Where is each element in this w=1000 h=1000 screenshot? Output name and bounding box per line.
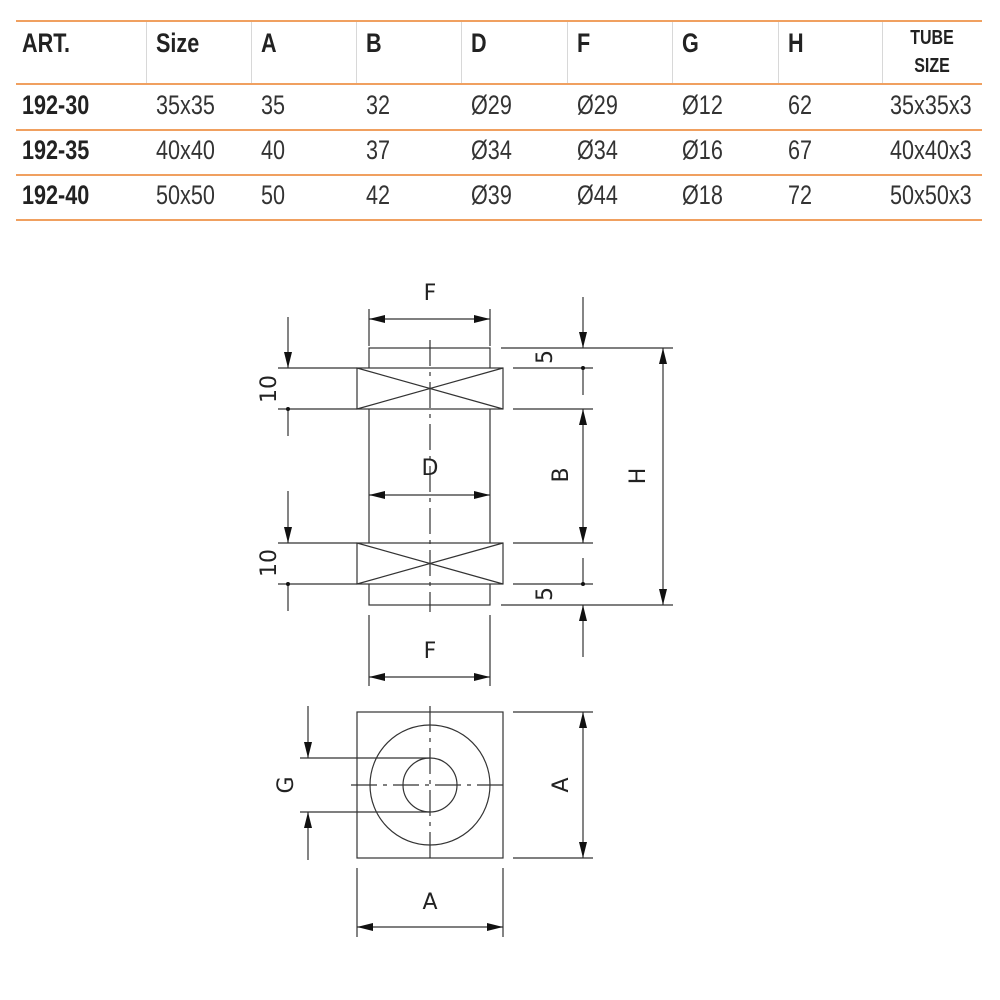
column-divider	[672, 22, 673, 83]
a-cell: 35	[261, 90, 286, 120]
right-extension-lines	[501, 347, 673, 606]
d-cell: Ø34	[471, 135, 512, 165]
top-view	[300, 706, 593, 937]
header-tube-size: TUBE SIZE	[882, 24, 982, 80]
label-a-right: A	[549, 777, 574, 792]
table-rule	[16, 219, 982, 221]
size-cell: 50x50	[156, 180, 215, 210]
column-divider	[146, 22, 147, 83]
label-f-bottom: F	[424, 639, 437, 664]
label-ten-top: 10	[257, 375, 282, 403]
h-cell: 72	[788, 180, 813, 210]
label-five-bottom: 5	[533, 587, 558, 601]
label-five-top: 5	[533, 350, 558, 364]
label-d: D	[422, 456, 439, 481]
tube-size-cell: 40x40x3	[890, 135, 972, 165]
header-h: H	[788, 28, 804, 58]
header-size-2: SIZE	[914, 55, 950, 77]
label-b: B	[549, 467, 574, 482]
outer-circle	[369, 724, 491, 846]
column-divider	[251, 22, 252, 83]
b-cell: 32	[366, 90, 391, 120]
a-cell: 40	[261, 135, 286, 165]
top-view-centerlines	[351, 706, 509, 864]
table-row: 192-35 40x40 40 37 Ø34 Ø34 Ø16 67 40x40x…	[16, 135, 982, 171]
d-cell: Ø39	[471, 180, 512, 210]
tube-size-cell: 50x50x3	[890, 180, 972, 210]
column-divider	[778, 22, 779, 83]
g-extension-lines	[300, 757, 430, 813]
column-divider	[567, 22, 568, 83]
h-cell: 62	[788, 90, 813, 120]
b-cell: 37	[366, 135, 391, 165]
side-view	[278, 297, 673, 686]
f-cell: Ø29	[577, 90, 618, 120]
table-row: 192-30 35x35 35 32 Ø29 Ø29 Ø12 62 35x35x…	[16, 90, 982, 126]
f-cell: Ø34	[577, 135, 618, 165]
g-cell: Ø18	[682, 180, 723, 210]
a-cell: 50	[261, 180, 286, 210]
header-g: G	[682, 28, 699, 58]
label-a-bottom: A	[422, 890, 437, 915]
table-rule	[16, 174, 982, 176]
table-rule	[16, 20, 982, 22]
size-cell: 35x35	[156, 90, 215, 120]
header-size: Size	[156, 28, 200, 58]
header-tube: TUBE	[910, 27, 954, 49]
table-rule	[16, 83, 982, 85]
dimension-dots	[286, 366, 585, 586]
g-cell: Ø12	[682, 90, 723, 120]
size-cell: 40x40	[156, 135, 215, 165]
f-cell: Ø44	[577, 180, 618, 210]
header-b: B	[366, 28, 382, 58]
label-h: H	[626, 468, 651, 485]
tube-size-cell: 35x35x3	[890, 90, 972, 120]
d-cell: Ø29	[471, 90, 512, 120]
table-rule	[16, 129, 982, 131]
h-cell: 67	[788, 135, 813, 165]
b-cell: 42	[366, 180, 391, 210]
header-art: ART.	[22, 28, 70, 58]
label-g: G	[274, 776, 299, 793]
g-cell: Ø16	[682, 135, 723, 165]
header-f: F	[577, 28, 591, 58]
left-extension-lines	[278, 367, 357, 585]
header-a: A	[261, 28, 277, 58]
header-d: D	[471, 28, 487, 58]
art-cell: 192-35	[22, 135, 90, 165]
label-f-top: F	[424, 281, 437, 306]
column-divider	[882, 22, 883, 83]
table-row: 192-40 50x50 50 42 Ø39 Ø44 Ø18 72 50x50x…	[16, 180, 982, 216]
art-cell: 192-40	[22, 180, 90, 210]
label-ten-bottom: 10	[257, 549, 282, 577]
column-divider	[356, 22, 357, 83]
column-divider	[461, 22, 462, 83]
art-cell: 192-30	[22, 90, 90, 120]
